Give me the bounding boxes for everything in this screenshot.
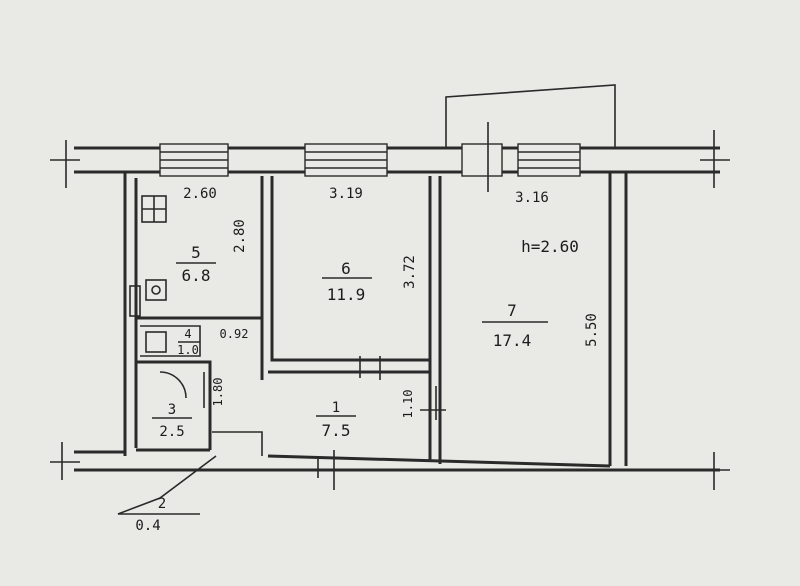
bath-depth-dimension: 1.80 <box>211 378 225 407</box>
room-7-depth-dimension: 5.50 <box>584 313 600 347</box>
top-exterior-wall <box>50 130 730 188</box>
room-2-area: 0.4 <box>135 518 160 534</box>
room-5-area: 6.8 <box>182 266 211 285</box>
exterior-walls <box>50 172 730 490</box>
room-6-number: 6 <box>341 259 351 278</box>
wc-width-dimension: 0.92 <box>220 327 249 341</box>
room-6-width-dimension: 3.19 <box>329 186 363 202</box>
room-1-area: 7.5 <box>322 421 351 440</box>
doors <box>159 356 446 490</box>
room-4-number: 4 <box>184 327 191 341</box>
room-6-depth-dimension: 3.72 <box>402 255 418 289</box>
toilet-icon <box>145 331 167 353</box>
window-kitchen <box>159 143 229 177</box>
interior-walls <box>136 176 442 464</box>
room-1-label: 1 7.5 <box>316 400 356 440</box>
room-2-label: 2 0.4 <box>117 455 217 534</box>
room-3-label: 3 2.5 <box>152 402 192 440</box>
room-3-area: 2.5 <box>159 424 184 440</box>
room-7-label: 7 17.4 <box>482 301 548 350</box>
window-room-6 <box>304 143 388 177</box>
sink-icon <box>145 279 167 301</box>
room-6-area: 11.9 <box>327 285 366 304</box>
room-6-label: 6 11.9 <box>322 259 372 304</box>
ceiling-height-label: h=2.60 <box>521 237 579 256</box>
room-7-width-dimension: 3.16 <box>515 190 549 206</box>
room-4-area: 1.0 <box>177 343 199 357</box>
window-room-7 <box>517 143 581 177</box>
balcony-door <box>461 122 503 192</box>
room-5-label: 5 6.8 <box>176 243 216 285</box>
room-2-number: 2 <box>158 496 166 512</box>
room-7-area: 17.4 <box>493 331 532 350</box>
room-5-number: 5 <box>191 243 201 262</box>
room-4-label: 4 1.0 <box>177 327 200 357</box>
kitchen-depth-dimension: 2.80 <box>232 219 248 253</box>
room-3-number: 3 <box>168 402 176 418</box>
balcony <box>445 84 616 148</box>
room-1-number: 1 <box>332 400 340 416</box>
room-7-number: 7 <box>507 301 517 320</box>
kitchen-width-dimension: 2.60 <box>183 186 217 202</box>
radiator-icon <box>129 285 141 317</box>
stove-icon <box>141 195 167 223</box>
hall-small-dimension: 1.10 <box>401 390 415 419</box>
